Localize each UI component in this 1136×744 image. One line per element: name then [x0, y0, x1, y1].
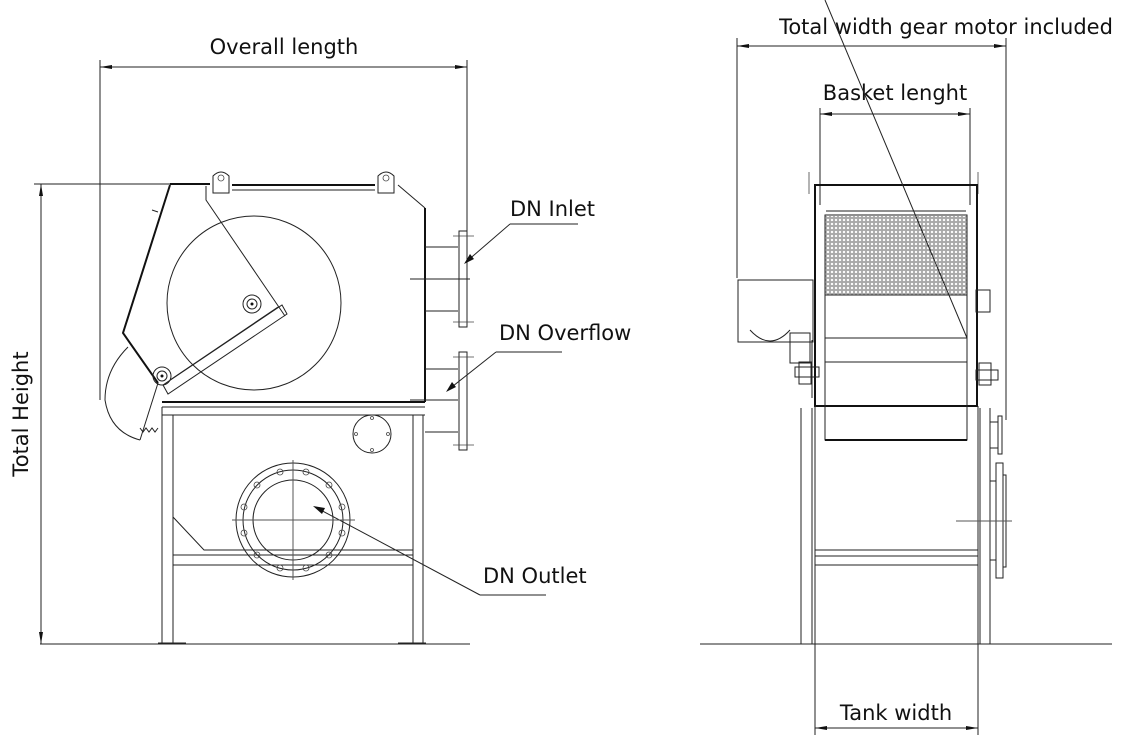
tank-width-dimension: Tank width [814, 644, 979, 735]
overall-length-dimension: Overall length [99, 35, 468, 400]
inlet-flange [410, 230, 474, 328]
outlet-label: DN Outlet [483, 564, 587, 588]
lifting-lug [212, 171, 230, 194]
basket-length-label: Basket lenght [823, 81, 967, 105]
overflow-callout: DN Overflow [446, 321, 631, 392]
overall-length-label: Overall length [210, 35, 359, 59]
spring [139, 427, 159, 433]
outlet-callout: DN Outlet [313, 506, 587, 596]
overflow-label: DN Overflow [499, 321, 631, 345]
front-view: Total width gear motor included Basket l… [700, 0, 1113, 735]
tank-width-label: Tank width [839, 701, 952, 725]
total-height-dimension: Total Height [9, 183, 210, 644]
tail-roller [152, 366, 172, 386]
tank-frame [158, 401, 458, 644]
drum [166, 215, 342, 391]
total-height-label: Total Height [9, 351, 33, 477]
inlet-callout: DN Inlet [464, 197, 595, 264]
scraper-conveyor [152, 294, 288, 395]
basket [824, 0, 968, 441]
bolt-holes [240, 468, 346, 572]
front-tank-frame [800, 406, 991, 644]
basket-length-dimension: Basket lenght [819, 81, 971, 205]
outlet-flange [232, 460, 355, 580]
bearing-left [794, 361, 820, 385]
inlet-label: DN Inlet [510, 197, 595, 221]
total-width-dimension: Total width gear motor included [736, 15, 1113, 420]
drive-roller [242, 294, 262, 314]
perforated-mesh [824, 214, 968, 296]
side-flanges [956, 415, 1012, 579]
side-view: Overall length Total Height [9, 35, 631, 645]
housing [104, 171, 426, 441]
bearing-right [975, 289, 999, 386]
total-width-label: Total width gear motor included [778, 15, 1113, 39]
inspection-port [352, 414, 392, 454]
gear-motor [737, 279, 814, 398]
cover [808, 172, 979, 407]
lifting-lug [377, 171, 395, 194]
